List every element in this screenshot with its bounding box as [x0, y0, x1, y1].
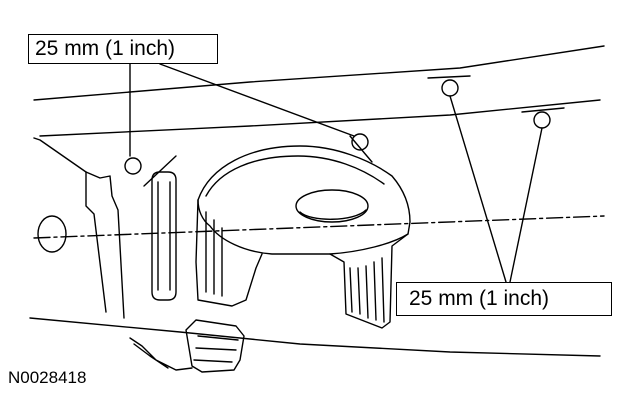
marker-right-1 [441, 79, 459, 97]
leader-bottom-2 [509, 127, 543, 283]
mount-front-drop [195, 199, 263, 307]
marker-right-1-tick [427, 75, 471, 79]
marker-mid [351, 133, 369, 151]
mount-right-shading [349, 257, 385, 323]
vertical-slot [151, 171, 177, 301]
leader-top-mid [159, 63, 355, 137]
mount-top-rim [205, 155, 385, 197]
callout-distance-top: 25 mm (1 inch) [28, 34, 218, 64]
marker-left-tick [143, 155, 177, 187]
vertical-slot-inner [157, 181, 171, 291]
marker-mid-tick [349, 135, 373, 163]
mount-hole-depth [299, 209, 367, 220]
mount-right-drop [329, 233, 409, 329]
panel-lower-edge [29, 317, 601, 357]
marker-right-2-tick [521, 107, 565, 113]
panel-top-edge [33, 45, 605, 101]
marker-left [124, 157, 142, 175]
left-hole [37, 215, 67, 253]
left-bracket-inner [85, 171, 107, 313]
mount-front-shading [205, 211, 223, 297]
lower-clip-inner [193, 335, 239, 363]
centerline [33, 215, 605, 239]
lower-clip-wire [129, 337, 193, 371]
figure-number: N0028418 [8, 368, 87, 387]
callout-distance-bottom: 25 mm (1 inch) [396, 282, 612, 316]
leader-bottom-1 [449, 95, 507, 283]
mount-top-face [197, 145, 411, 255]
mount-hole [295, 189, 369, 223]
marker-right-2 [533, 111, 551, 129]
left-bracket-outline [33, 137, 125, 319]
panel-second-edge [39, 99, 601, 137]
lower-clip [185, 319, 245, 373]
